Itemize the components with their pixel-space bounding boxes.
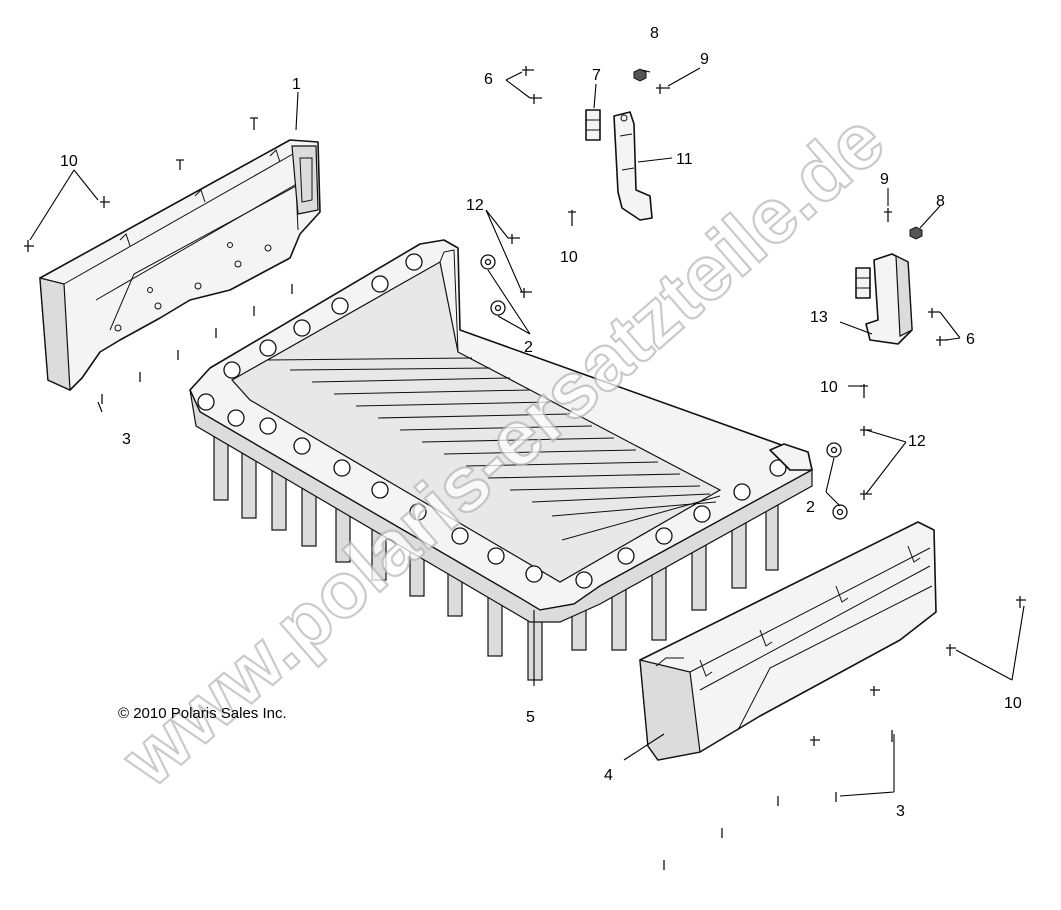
callout-2-right: 2 <box>806 499 815 516</box>
fasteners <box>24 66 1026 870</box>
right-side-panel <box>639 521 937 761</box>
callout-2-left: 2 <box>524 339 533 356</box>
callout-12-right: 12 <box>908 433 926 450</box>
bracket-13 <box>865 253 913 345</box>
callout-6-top: 6 <box>484 71 493 88</box>
leader-lines <box>29 67 1025 797</box>
callout-5: 5 <box>526 709 535 726</box>
callout-9-top: 9 <box>700 51 709 68</box>
callout-4: 4 <box>604 767 613 784</box>
callout-labels: 1 10 3 6 7 8 9 11 12 10 2 9 8 13 6 10 12… <box>60 25 1022 820</box>
callout-11: 11 <box>676 151 693 168</box>
callout-8-right: 8 <box>936 193 945 210</box>
nuts <box>633 68 923 240</box>
callout-10-mid: 10 <box>560 249 578 266</box>
callout-6-right: 6 <box>966 331 975 348</box>
callout-13: 13 <box>810 309 828 326</box>
bracket-11 <box>613 111 653 221</box>
callout-3-left: 3 <box>122 431 131 448</box>
left-side-panel <box>39 139 321 391</box>
hinge-right <box>855 267 871 299</box>
hinge-7 <box>585 109 601 141</box>
washers <box>480 254 848 520</box>
callout-10-right: 10 <box>820 379 838 396</box>
callout-8-top: 8 <box>650 25 659 42</box>
callout-1: 1 <box>292 76 301 93</box>
callout-7: 7 <box>592 67 601 84</box>
callout-9-right: 9 <box>880 171 889 188</box>
callout-10-bottom: 10 <box>1004 695 1022 712</box>
callout-3-right: 3 <box>896 803 905 820</box>
callout-12-left: 12 <box>466 197 484 214</box>
cargo-box <box>189 239 813 681</box>
copyright-notice: © 2010 Polaris Sales Inc. <box>118 705 287 722</box>
callout-10-left: 10 <box>60 153 78 170</box>
